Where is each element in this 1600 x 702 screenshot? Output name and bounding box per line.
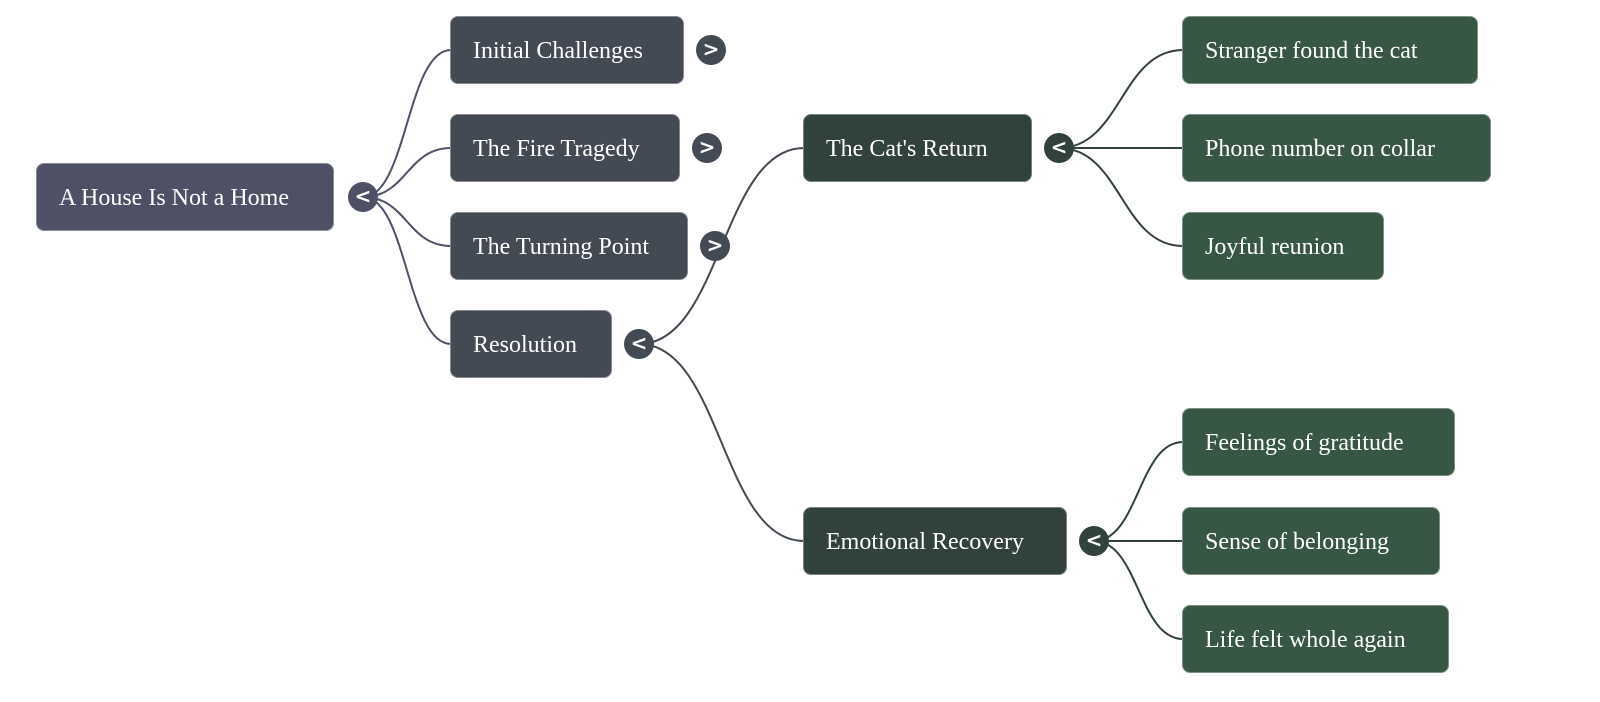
connector-line [1058,49,1184,149]
connector-line [1093,441,1184,542]
branch-node-fire-tragedy[interactable]: The Fire Tragedy [450,114,680,182]
connector-line [638,343,805,542]
connector-line [1058,147,1184,247]
connector-line [362,196,452,345]
leaf-node-stranger-found-cat[interactable]: Stranger found the cat [1182,16,1478,84]
connector-line [362,196,452,247]
collapse-toggle-icon[interactable]: < [348,182,378,212]
subtopic-node-emotional-recovery[interactable]: Emotional Recovery [803,507,1067,575]
branch-node-resolution[interactable]: Resolution [450,310,612,378]
collapse-toggle-icon[interactable]: < [624,329,654,359]
branch-node-initial-challenges[interactable]: Initial Challenges [450,16,684,84]
leaf-node-life-felt-whole-again[interactable]: Life felt whole again [1182,605,1449,673]
expand-toggle-icon[interactable]: > [696,35,726,65]
connector-line [362,49,452,198]
leaf-node-feelings-of-gratitude[interactable]: Feelings of gratitude [1182,408,1455,476]
collapse-toggle-icon[interactable]: < [1079,526,1109,556]
subtopic-node-cats-return[interactable]: The Cat's Return [803,114,1032,182]
collapse-toggle-icon[interactable]: < [1044,133,1074,163]
root-node[interactable]: A House Is Not a Home [36,163,334,231]
leaf-node-sense-of-belonging[interactable]: Sense of belonging [1182,507,1440,575]
leaf-node-phone-number-on-collar[interactable]: Phone number on collar [1182,114,1491,182]
branch-node-turning-point[interactable]: The Turning Point [450,212,688,280]
connector-line [1093,540,1184,640]
leaf-node-joyful-reunion[interactable]: Joyful reunion [1182,212,1384,280]
expand-toggle-icon[interactable]: > [700,231,730,261]
expand-toggle-icon[interactable]: > [692,133,722,163]
